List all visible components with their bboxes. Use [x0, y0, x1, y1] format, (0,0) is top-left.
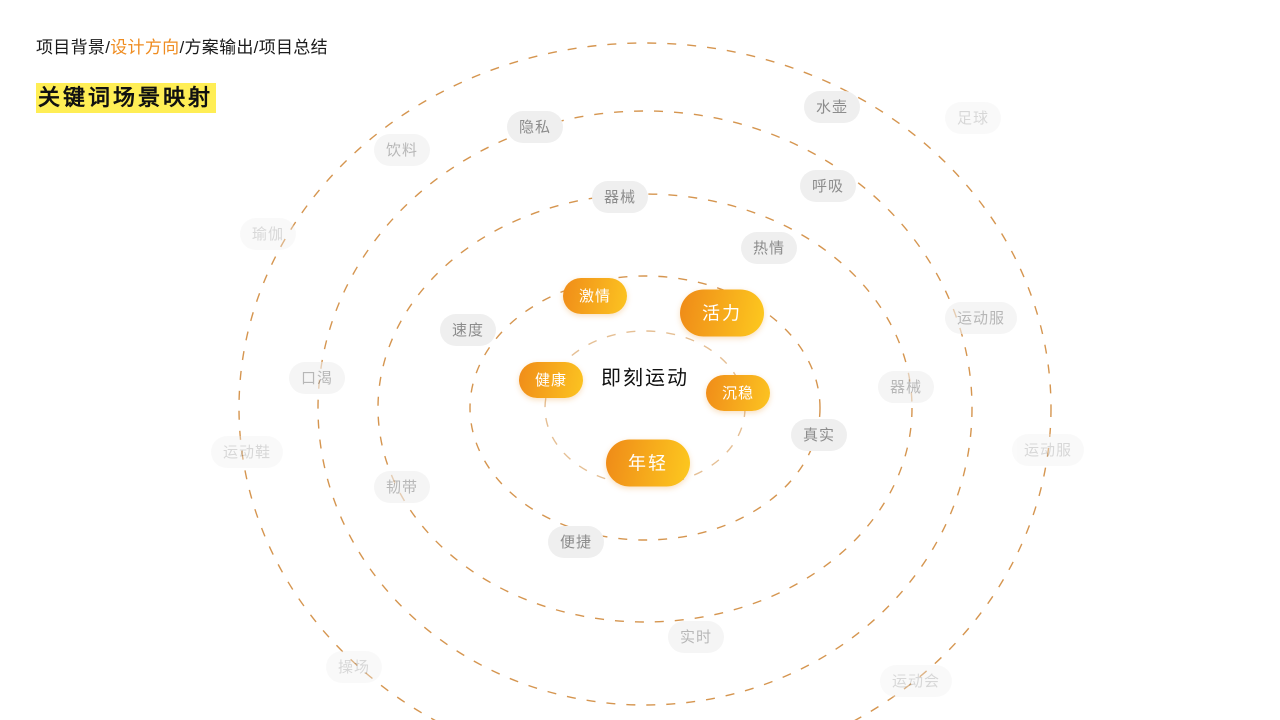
breadcrumb: 项目背景/设计方向/方案输出/项目总结 — [36, 36, 328, 60]
keyword-chip[interactable]: 瑜伽 — [239, 218, 297, 250]
keyword-chip-label: 瑜伽 — [251, 226, 285, 243]
keyword-pill[interactable]: 活力 — [680, 289, 764, 337]
keyword-pill-label: 沉稳 — [721, 385, 755, 402]
keyword-chip-label: 韧带 — [385, 479, 419, 496]
keyword-pill-label: 激情 — [578, 288, 612, 305]
keyword-chip-label: 饮料 — [385, 142, 419, 159]
ring-3 — [377, 193, 913, 623]
keyword-chip[interactable]: 便捷 — [547, 526, 605, 558]
keyword-chip[interactable]: 运动服 — [1011, 434, 1085, 466]
keyword-chip-label: 便捷 — [559, 534, 593, 551]
keyword-pill-label: 健康 — [534, 372, 568, 389]
keyword-chip-label: 口渴 — [300, 370, 334, 387]
keyword-pill-label: 活力 — [702, 303, 742, 324]
keyword-chip[interactable]: 水壶 — [803, 91, 861, 123]
keyword-chip[interactable]: 呼吸 — [799, 170, 857, 202]
keyword-chip[interactable]: 饮料 — [373, 134, 431, 166]
keyword-chip[interactable]: 隐私 — [506, 111, 564, 143]
keyword-chip-label: 呼吸 — [811, 178, 845, 195]
breadcrumb-item-3[interactable]: 方案输出 — [184, 38, 254, 57]
ring-2 — [469, 275, 821, 541]
keyword-chip-label: 热情 — [752, 240, 786, 257]
keyword-chip[interactable]: 足球 — [944, 102, 1002, 134]
center-label: 即刻运动 — [601, 367, 689, 390]
keyword-chip-label: 器械 — [603, 189, 637, 206]
keyword-chip-label: 器械 — [889, 379, 923, 396]
ring-4 — [317, 110, 973, 706]
keyword-chip[interactable]: 运动会 — [879, 665, 953, 697]
ring-5 — [238, 42, 1052, 720]
keyword-chip[interactable]: 运动鞋 — [210, 436, 284, 468]
keyword-chip[interactable]: 实时 — [667, 621, 725, 653]
keyword-pill-label: 年轻 — [628, 453, 668, 474]
keyword-chip-label: 速度 — [451, 322, 485, 339]
keyword-chip[interactable]: 运动服 — [944, 302, 1018, 334]
page-title-text: 关键词场景映射 — [36, 83, 217, 113]
breadcrumb-separator-3: / — [253, 38, 259, 57]
breadcrumb-item-2[interactable]: 设计方向 — [110, 38, 180, 57]
keyword-chip[interactable]: 速度 — [439, 314, 497, 346]
keyword-chip[interactable]: 器械 — [877, 371, 935, 403]
keyword-chip-label: 运动鞋 — [222, 444, 272, 461]
breadcrumb-item-4[interactable]: 项目总结 — [258, 38, 328, 57]
breadcrumb-item-1[interactable]: 项目背景 — [36, 38, 106, 57]
keyword-pill[interactable]: 年轻 — [606, 439, 690, 487]
keyword-pill[interactable]: 健康 — [518, 362, 584, 398]
breadcrumb-separator-1: / — [105, 38, 111, 57]
keyword-chip-label: 足球 — [956, 110, 990, 127]
keyword-pill[interactable]: 沉稳 — [705, 375, 771, 411]
breadcrumb-separator-2: / — [179, 38, 185, 57]
keyword-chip[interactable]: 韧带 — [373, 471, 431, 503]
keyword-chip-label: 运动服 — [956, 310, 1006, 327]
page-title: 关键词场景映射 — [36, 82, 217, 114]
keyword-pill[interactable]: 激情 — [562, 278, 628, 314]
keyword-chip[interactable]: 操场 — [325, 651, 383, 683]
keyword-chip-label: 运动服 — [1023, 442, 1073, 459]
keyword-chip[interactable]: 真实 — [790, 419, 848, 451]
keyword-chip[interactable]: 器械 — [591, 181, 649, 213]
keyword-chip-label: 实时 — [679, 629, 713, 646]
keyword-chip-label: 真实 — [802, 427, 836, 444]
keyword-chip[interactable]: 口渴 — [288, 362, 346, 394]
keyword-chip-label: 隐私 — [518, 119, 552, 136]
keyword-chip-label: 运动会 — [891, 673, 941, 690]
keyword-chip-label: 操场 — [337, 659, 371, 676]
keyword-chip[interactable]: 热情 — [740, 232, 798, 264]
keyword-chip-label: 水壶 — [815, 99, 849, 116]
